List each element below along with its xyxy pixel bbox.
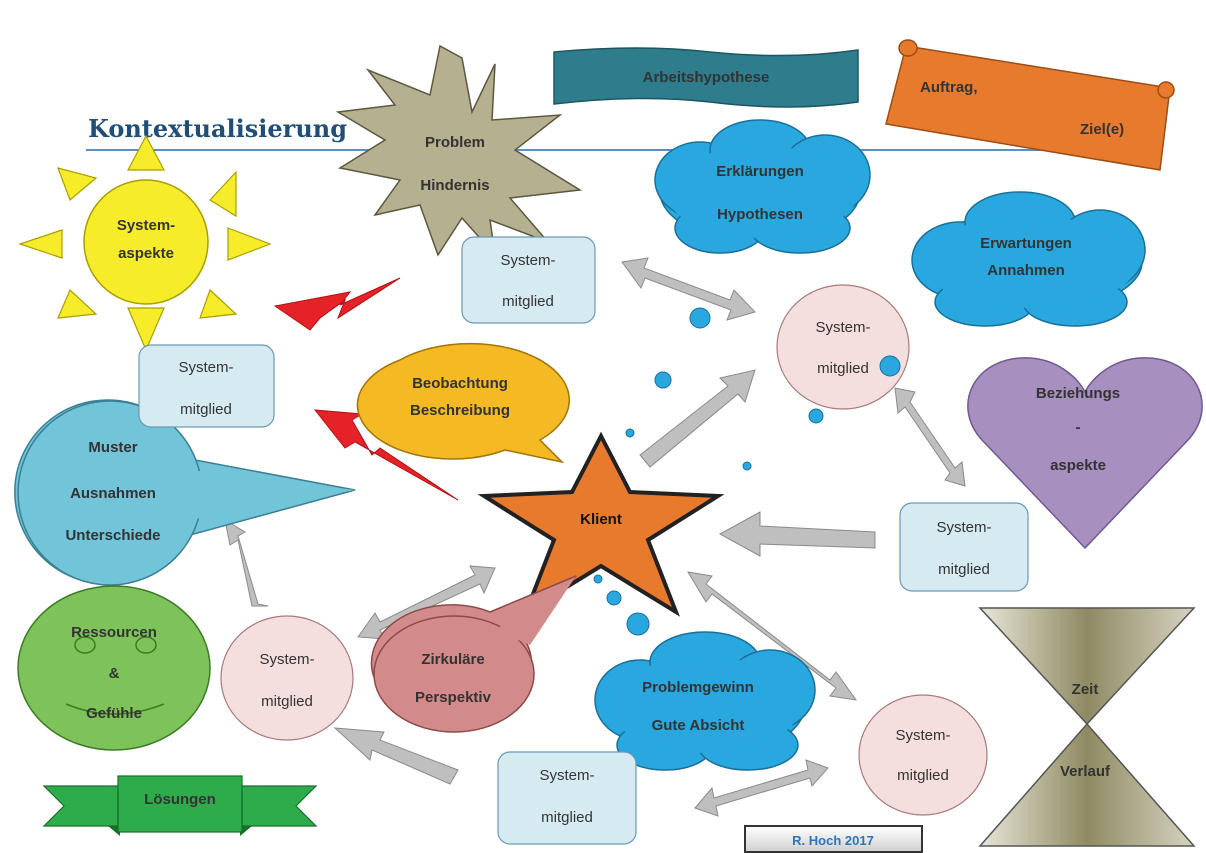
klient-star: Klient <box>477 431 725 617</box>
gefuehle-label: Gefühle <box>86 705 142 722</box>
systemmitglied-label-1: System- <box>815 319 870 336</box>
ausnahmen-label: Ausnahmen <box>70 485 156 502</box>
problem-starburst: Problem Hindernis <box>335 44 583 258</box>
erklaerungen-cloud <box>654 119 871 254</box>
problemgewinn-label: Problemgewinn <box>642 679 754 696</box>
beziehungs-dash: - <box>1076 419 1081 436</box>
systemmitglied-label-2: mitglied <box>261 693 313 710</box>
zeit-hourglass: Zeit Verlauf <box>978 607 1196 847</box>
arrow-bottom-double <box>694 759 829 817</box>
systemmitglied-label-1: System- <box>936 519 991 536</box>
gute-absicht-label: Gute Absicht <box>652 717 745 734</box>
systemaspekte-label-2: aspekte <box>118 245 174 262</box>
lightning-bolt-upper <box>273 277 401 331</box>
systemmitglied-label-2: mitglied <box>897 767 949 784</box>
muster-label: Muster <box>88 439 137 456</box>
klient-label: Klient <box>580 511 622 528</box>
verlauf-label: Verlauf <box>1060 763 1111 780</box>
muster-callout: Muster Ausnahmen Unterschiede <box>14 399 356 586</box>
credit-label: R. Hoch 2017 <box>792 833 874 848</box>
arrow-klient-lower-left <box>357 565 496 640</box>
aspekte-label: aspekte <box>1050 457 1106 474</box>
arrow-circle-to-muster <box>224 518 269 607</box>
beschreibung-label: Beschreibung <box>410 402 510 419</box>
systemmitglied-label-2: mitglied <box>817 360 869 377</box>
problemgewinn-cloud <box>594 631 816 771</box>
systemmitglied-box-right: System- mitglied <box>899 502 1029 592</box>
perspektiv-label: Perspektiv <box>415 689 492 706</box>
credit-badge: R. Hoch 2017 <box>744 825 923 853</box>
arrow-klient-lower-right <box>687 571 858 701</box>
systemmitglied-box-top: System- mitglied <box>461 236 596 324</box>
zirkulaere-label: Zirkuläre <box>421 651 484 668</box>
beobachtung-callout: Beobachtung Beschreibung <box>356 342 570 464</box>
beobachtung-label: Beobachtung <box>412 375 508 392</box>
arbeitshypothese-banner: Arbeitshypothese <box>553 47 859 108</box>
systemmitglied-label-1: System- <box>500 252 555 269</box>
sun-systemaspekte: System- aspekte <box>18 134 272 352</box>
systemmitglied-label-1: System- <box>259 651 314 668</box>
beziehungs-label: Beziehungs <box>1036 385 1120 402</box>
systemmitglied-label-1: System- <box>895 727 950 744</box>
ressourcen-label: Ressourcen <box>71 624 157 641</box>
systemaspekte-label-1: System- <box>117 217 175 234</box>
arbeitshypothese-label: Arbeitshypothese <box>643 69 770 86</box>
systemmitglied-label-2: mitglied <box>938 561 990 578</box>
arrow-top-system-to-right <box>621 257 756 321</box>
systemmitglied-circle-lower-left: System- mitglied <box>220 615 354 741</box>
hindernis-label: Hindernis <box>420 177 489 194</box>
problem-label: Problem <box>425 134 485 151</box>
systemmitglied-label-2: mitglied <box>541 809 593 826</box>
zirkulaer-callout: Zirkuläre Perspektiv <box>370 575 577 733</box>
systemmitglied-label-1: System- <box>178 359 233 376</box>
ampersand-label: & <box>109 665 120 682</box>
zeit-label: Zeit <box>1072 681 1099 698</box>
auftrag-label: Auftrag, <box>920 79 978 96</box>
arrow-right-circle-to-box <box>894 387 966 487</box>
systemmitglied-box-bottom: System- mitglied <box>497 751 637 845</box>
unterschiede-label: Unterschiede <box>65 527 160 544</box>
ziele-label: Ziel(e) <box>1080 121 1124 138</box>
bubble-overlay <box>879 355 901 377</box>
arrow-bottom-box-to-circle <box>333 727 459 785</box>
loesungen-ribbon: Lösungen <box>42 775 318 836</box>
arrow-box-to-klient <box>718 511 876 557</box>
auftrag-scroll: Auftrag, Ziel(e) <box>885 39 1175 171</box>
arrow-klient-to-upper-right <box>639 369 756 468</box>
lightning-bolt-lower <box>313 409 459 501</box>
systemmitglied-box-left: System- mitglied <box>138 344 275 428</box>
beziehung-heart: Beziehungs - aspekte <box>967 357 1203 550</box>
loesungen-label: Lösungen <box>144 791 216 808</box>
systemmitglied-circle-upper-right: System- mitglied <box>776 284 910 410</box>
systemmitglied-label-2: mitglied <box>180 401 232 418</box>
ressourcen-smiley: Ressourcen & Gefühle <box>17 585 211 751</box>
annahmen-label: Annahmen <box>987 262 1065 279</box>
page-title: Kontextualisierung <box>88 114 347 143</box>
erwartungen-label: Erwartungen <box>980 235 1072 252</box>
hypothesen-label: Hypothesen <box>717 206 803 223</box>
erwartungen-cloud <box>911 191 1146 327</box>
systemmitglied-label-1: System- <box>539 767 594 784</box>
systemmitglied-circle-lower-right: System- mitglied <box>858 694 988 816</box>
systemmitglied-label-2: mitglied <box>502 293 554 310</box>
erklaerungen-label: Erklärungen <box>716 163 804 180</box>
